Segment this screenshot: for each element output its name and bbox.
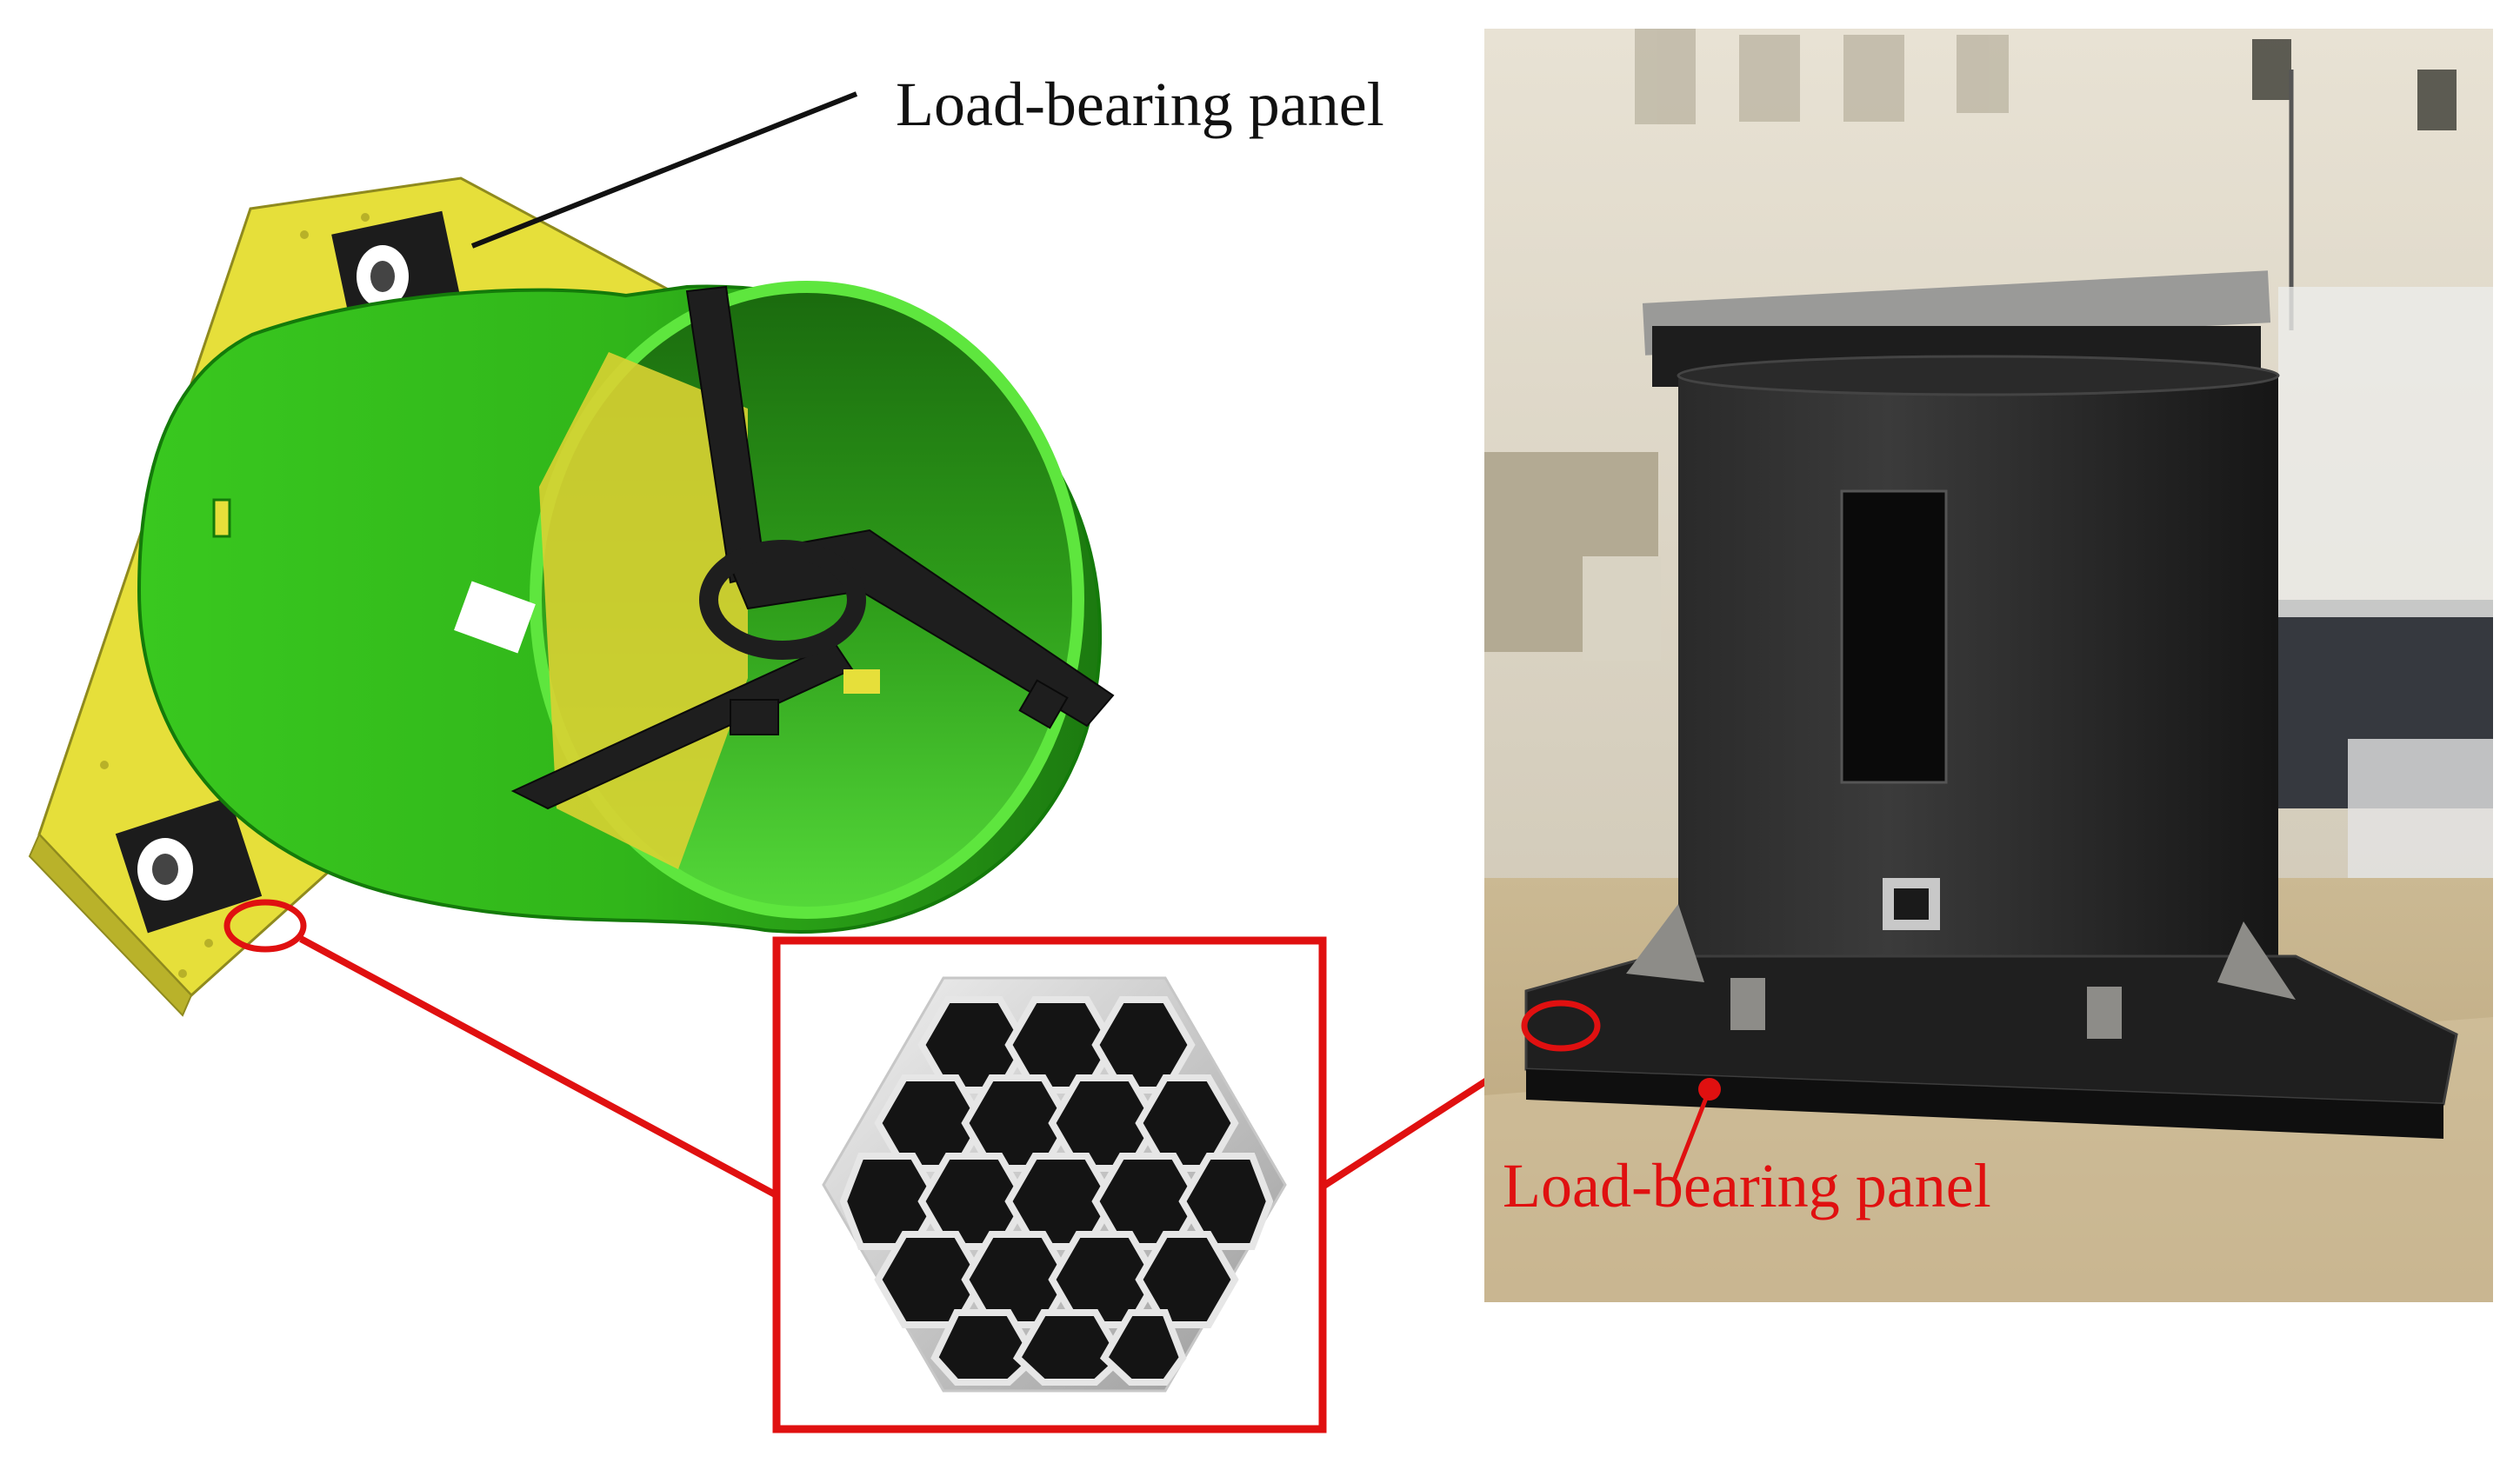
callout-ring-cad	[223, 899, 307, 953]
honeycomb-inset	[772, 936, 1327, 1433]
photo-window	[1840, 489, 1948, 784]
label-load-bearing-panel-top: Load-bearing panel	[896, 70, 1384, 139]
leader-line-top	[470, 91, 858, 249]
corner-fixture-bottom	[115, 796, 263, 934]
label-load-bearing-panel-bottom: Load-bearing panel	[1503, 1151, 1991, 1220]
honeycomb-cells	[839, 996, 1274, 1386]
callout-line-cad	[299, 935, 778, 1199]
callout-ring-photo	[1521, 1000, 1601, 1052]
cad-support-frame	[510, 285, 1115, 810]
photo-cylinder	[1678, 374, 2278, 1047]
photo	[1484, 29, 2493, 1302]
cad-model	[28, 176, 1115, 1017]
leader-line-photo	[1671, 1088, 1712, 1181]
